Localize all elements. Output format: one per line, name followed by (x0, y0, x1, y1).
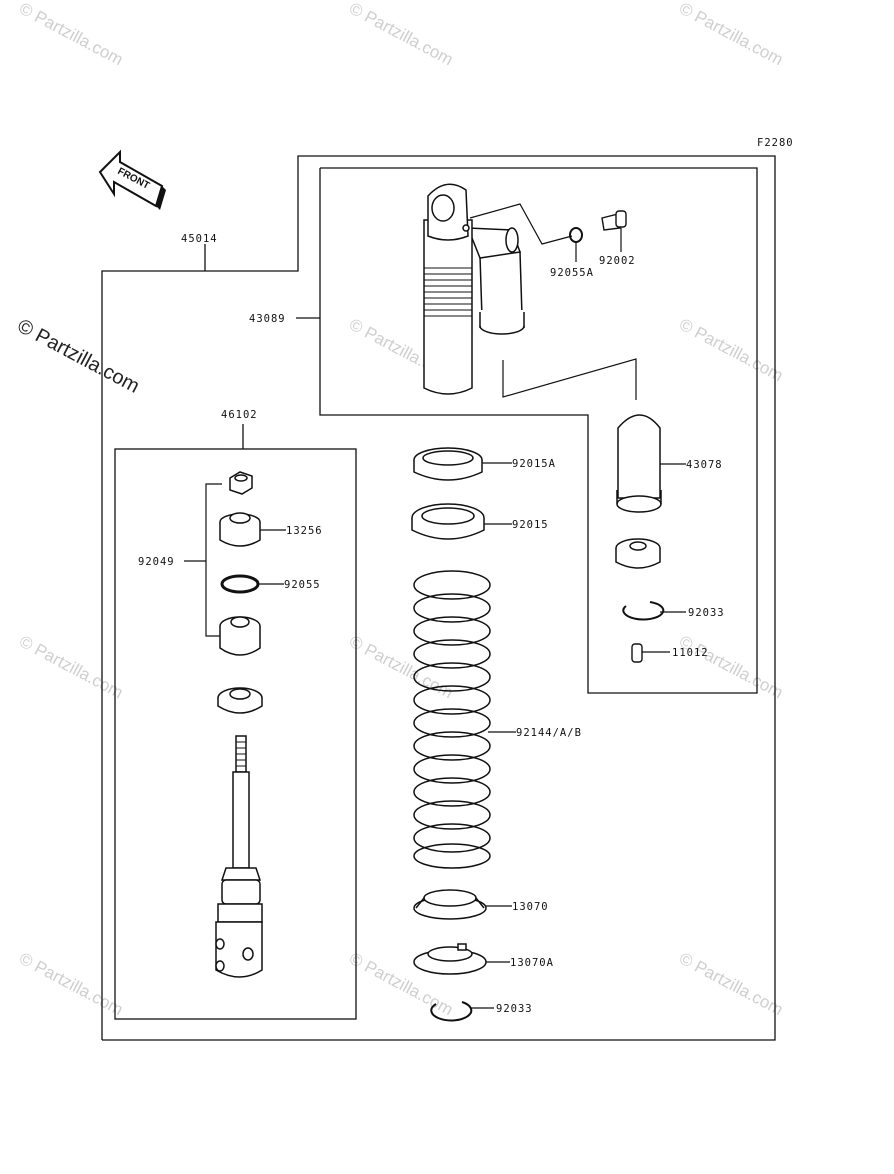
watermark: © Partzilla.com (346, 0, 456, 69)
figure-code: F2280 (757, 137, 794, 149)
label-46102: 46102 (221, 409, 258, 421)
watermark: © Partzilla.com (676, 949, 786, 1020)
watermark-main: © Partzilla.com (14, 315, 143, 398)
frame-46102 (114, 424, 357, 1020)
watermark: © Partzilla.com (676, 0, 786, 69)
front-arrow-icon: FRONT (98, 149, 166, 210)
damper-rod (215, 735, 263, 978)
label-92144: 92144/A/B (516, 727, 582, 739)
locknut-92015A (413, 447, 483, 481)
label-92055A: 92055A (550, 267, 594, 279)
watermark: © Partzilla.com (676, 632, 786, 703)
bushing-lower (219, 616, 261, 656)
nut-92015 (411, 503, 485, 540)
circlip-92033-lower (430, 1001, 473, 1022)
nut-top (229, 471, 253, 495)
shock-body (423, 183, 525, 395)
oring-92055 (220, 574, 260, 594)
watermark: © Partzilla.com (16, 949, 126, 1020)
bracket-92049 (205, 483, 222, 637)
label-92055: 92055 (284, 579, 321, 591)
label-92033-lower: 92033 (496, 1003, 533, 1015)
leader-43078-group (502, 358, 637, 400)
label-92049: 92049 (138, 556, 175, 568)
circlip-92033-upper (622, 601, 665, 621)
label-13256: 13256 (286, 525, 323, 537)
watermark: © Partzilla.com (676, 315, 786, 386)
label-43078: 43078 (686, 459, 723, 471)
watermarks: © Partzilla.com © Partzilla.com © Partzi… (14, 0, 787, 1019)
reservoir-cap (615, 538, 661, 569)
seat-13070A (413, 943, 487, 975)
oring-92055A (569, 227, 583, 243)
label-45014: 45014 (181, 233, 218, 245)
frame-43089 (296, 167, 758, 694)
label-92015: 92015 (512, 519, 549, 531)
seat-13070 (413, 889, 487, 920)
label-43089: 43089 (249, 313, 286, 325)
frame-45014 (101, 155, 776, 1041)
watermark: © Partzilla.com (16, 0, 126, 69)
leader-92055A (469, 203, 573, 245)
label-11012: 11012 (672, 647, 709, 659)
label-13070A: 13070A (510, 957, 554, 969)
label-13070: 13070 (512, 901, 549, 913)
washer-seal (217, 687, 263, 714)
bushing-13256 (219, 512, 261, 547)
label-92002: 92002 (599, 255, 636, 267)
label-92033-upper: 92033 (688, 607, 725, 619)
spring-92144 (413, 570, 491, 869)
valve-11012 (631, 643, 643, 663)
watermark: © Partzilla.com (16, 632, 126, 703)
bladder-43078 (616, 414, 662, 513)
label-92015A: 92015A (512, 458, 556, 470)
bolt-92002 (601, 210, 627, 231)
